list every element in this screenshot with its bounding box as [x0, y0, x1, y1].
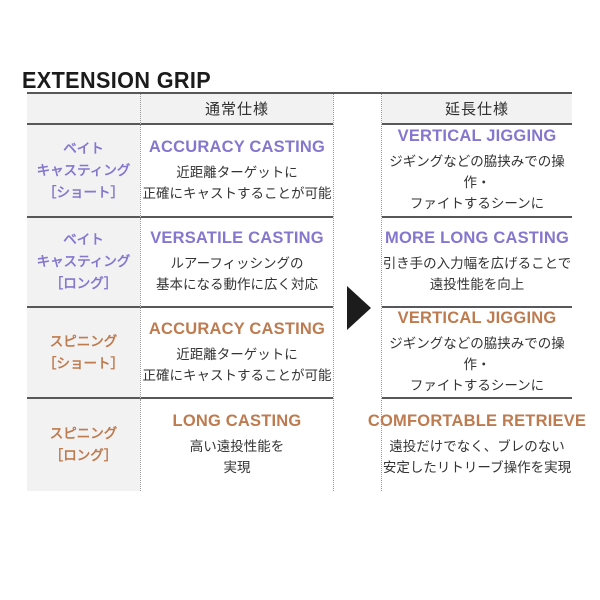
- black-right-triangle-icon: [346, 286, 371, 330]
- row-label-line: キャスティング: [36, 254, 131, 269]
- cell-description: 高い遠投性能を 実現: [190, 436, 285, 478]
- row-label-line: ベイト: [63, 232, 104, 247]
- desc-line: ファイトするシーンに: [409, 196, 545, 211]
- row-label-line: スピニング: [49, 333, 118, 349]
- cell-description: 遠投だけでなく、ブレのない 安定したリトリーブ操作を実現: [383, 436, 571, 478]
- cell-extended-spinning-long: COMFORTABLE RETRIEVE 遠投だけでなく、ブレのない 安定したリ…: [368, 399, 586, 491]
- cell-description: ジギングなどの脇挟みでの操作・ ファイトするシーンに: [382, 333, 572, 396]
- row-label-bait-casting-short: ベイト キャスティング ［ショート］: [27, 125, 140, 218]
- row-label-bait-casting-long: ベイト キャスティング ［ロング］: [27, 218, 140, 308]
- desc-line: ルアーフィッシングの: [170, 256, 304, 271]
- desc-line: 遠投だけでなく、ブレのない: [389, 439, 565, 454]
- row-label-spinning-short: スピニング ［ショート］: [27, 308, 140, 399]
- row-label-line: スピニング: [49, 426, 118, 441]
- desc-line: 安定したリトリーブ操作を実現: [382, 460, 572, 475]
- desc-line: 基本になる動作に広く対応: [156, 277, 318, 292]
- row-label-spinning-long: スピニング ［ロング］: [27, 399, 140, 491]
- column-header-normal-spec: 通常仕様: [140, 94, 333, 125]
- desc-line: 近距離ターゲットに: [176, 164, 298, 180]
- cell-description: 近距離ターゲットに 正確にキャストすることが可能: [143, 344, 332, 386]
- row-label-line: ［ショート］: [43, 184, 124, 200]
- desc-line: ジギングなどの脇挟みでの操作・: [389, 336, 565, 372]
- cell-heading: LONG CASTING: [172, 412, 302, 430]
- row-label-line: ［ショート］: [43, 355, 124, 371]
- desc-line: 近距離ターゲットに: [176, 346, 298, 362]
- cell-heading: MORE LONG CASTING: [385, 229, 569, 247]
- row-label-line: ［ロング］: [49, 448, 118, 463]
- row-label-line: キャスティング: [36, 162, 131, 178]
- cell-heading: ACCURACY CASTING: [148, 319, 326, 338]
- cell-normal-bait-short: ACCURACY CASTING 近距離ターゲットに 正確にキャストすることが可…: [140, 125, 333, 218]
- center-gap-column: [333, 94, 382, 491]
- column-header-normal-spec-label: 通常仕様: [204, 101, 269, 118]
- desc-line: 実現: [223, 460, 251, 475]
- cell-heading: COMFORTABLE RETRIEVE: [367, 412, 587, 430]
- cell-extended-bait-long: MORE LONG CASTING 引き手の入力幅を広げることで 遠投性能を向上: [382, 218, 572, 308]
- cell-heading: VERTICAL JIGGING: [397, 127, 557, 145]
- cell-description: ジギングなどの脇挟みでの操作・ ファイトするシーンに: [382, 151, 572, 214]
- cell-normal-spinning-long: LONG CASTING 高い遠投性能を 実現: [140, 399, 333, 491]
- cell-description: 引き手の入力幅を広げることで 遠投性能を向上: [383, 253, 572, 295]
- column-header-extended-spec: 延長仕様: [382, 94, 572, 125]
- cell-heading: VERSATILE CASTING: [150, 229, 324, 247]
- desc-line: 正確にキャストすることが可能: [142, 367, 332, 383]
- desc-line: ファイトするシーンに: [409, 378, 545, 393]
- cell-description: 近距離ターゲットに 正確にキャストすることが可能: [143, 162, 332, 204]
- cell-description: ルアーフィッシングの 基本になる動作に広く対応: [156, 253, 318, 295]
- cell-normal-bait-long: VERSATILE CASTING ルアーフィッシングの 基本になる動作に広く対…: [140, 218, 333, 308]
- row-label-line: ［ロング］: [49, 276, 118, 291]
- header-corner-cell: [27, 94, 140, 125]
- row-label-line: ベイト: [63, 140, 104, 156]
- cell-extended-bait-short: VERTICAL JIGGING ジギングなどの脇挟みでの操作・ ファイトするシ…: [382, 125, 572, 218]
- desc-line: 正確にキャストすることが可能: [142, 185, 332, 201]
- column-header-extended-spec-label: 延長仕様: [444, 101, 509, 118]
- desc-line: 遠投性能を向上: [429, 277, 525, 292]
- page-title: EXTENSION GRIP: [22, 67, 212, 94]
- cell-heading: VERTICAL JIGGING: [397, 309, 557, 327]
- extension-grip-comparison-table: 通常仕様 延長仕様 ベイト キャスティング ［ショート］ ACCURACY CA…: [27, 92, 586, 491]
- desc-line: 引き手の入力幅を広げることで: [382, 256, 572, 271]
- cell-heading: ACCURACY CASTING: [148, 137, 326, 156]
- cell-extended-spinning-short: VERTICAL JIGGING ジギングなどの脇挟みでの操作・ ファイトするシ…: [382, 308, 572, 399]
- desc-line: ジギングなどの脇挟みでの操作・: [389, 154, 565, 190]
- cell-normal-spinning-short: ACCURACY CASTING 近距離ターゲットに 正確にキャストすることが可…: [140, 308, 333, 399]
- desc-line: 高い遠投性能を: [189, 439, 285, 454]
